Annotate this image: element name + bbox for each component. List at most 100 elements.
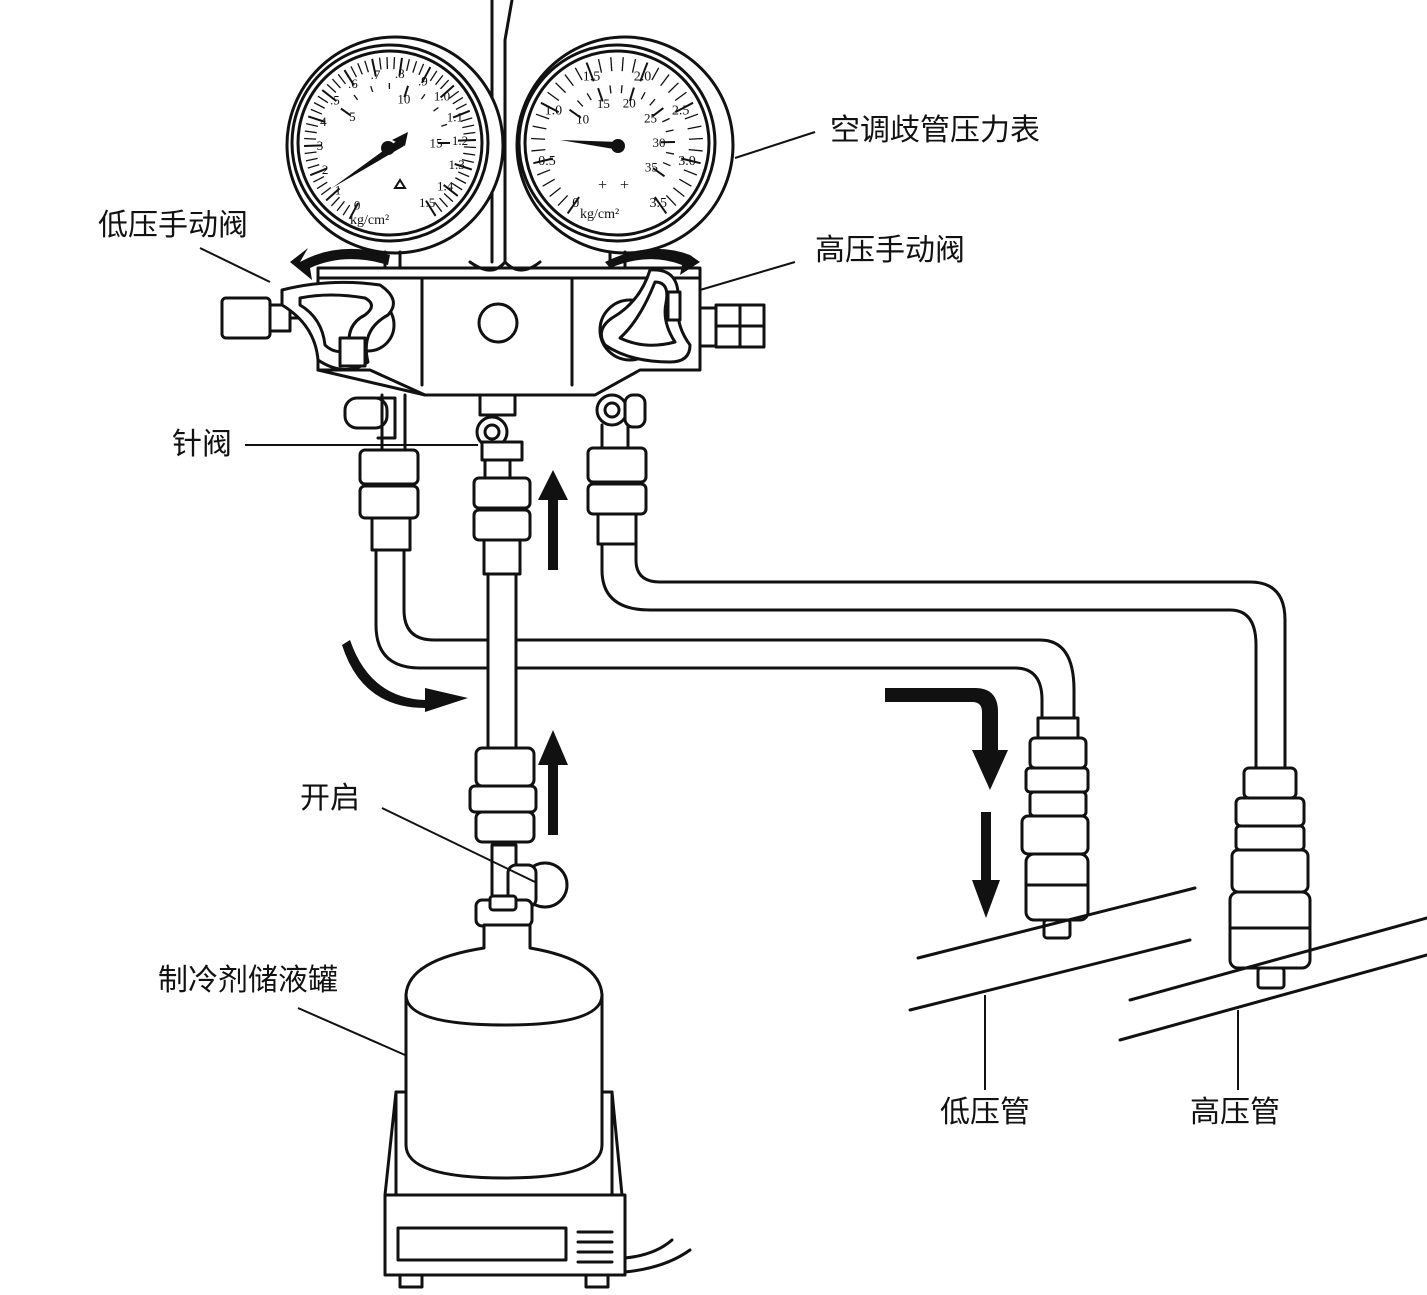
high-inner-tick-mark: [576, 100, 584, 107]
high-outer-tick-label: 1.0: [545, 103, 563, 118]
low-inner-tick-mark: [340, 107, 352, 117]
svg-text:+: +: [598, 177, 607, 194]
svg-text:+: +: [620, 177, 629, 194]
low-outer-tick-mark: [461, 159, 474, 163]
low-outer-tick-mark: [398, 57, 403, 76]
low-outer-tick-mark: [435, 74, 444, 86]
high-outer-tick-mark: [654, 196, 668, 215]
high-inner-tick-mark: [640, 91, 646, 100]
low-outer-tick-mark: [439, 84, 455, 99]
high-outer-tick-label: 3.0: [678, 154, 696, 169]
high-outer-tick-label: 0.5: [538, 154, 556, 169]
high-outer-tick-mark: [540, 101, 560, 114]
low-outer-tick-mark: [306, 123, 319, 127]
high-outer-tick-mark: [667, 82, 679, 94]
needle-valve-label: 针阀: [172, 427, 232, 462]
low-outer-tick-label: 1.1: [447, 109, 463, 124]
high-inner-tick-label: 30: [652, 135, 665, 150]
low-outer-tick-mark: [452, 109, 471, 119]
low-inner-tick-mark: [370, 85, 374, 93]
low-hose: [374, 548, 1076, 722]
high-outer-tick-mark: [542, 178, 556, 187]
high-inner-tick-label: 35: [645, 160, 658, 175]
low-outer-tick-label: 0: [354, 197, 361, 212]
low-outer-tick-mark: [462, 124, 475, 129]
low-outer-tick-label: 1.0: [434, 89, 450, 104]
low-inner-tick-mark: [403, 85, 409, 98]
low-outer-tick-mark: [313, 102, 325, 109]
high-outer-tick-mark: [665, 194, 677, 207]
high-inner-tick-mark: [651, 107, 664, 118]
low-outer-tick-mark: [378, 57, 382, 70]
high-inner-tick-label: 15: [597, 96, 610, 111]
low-outer-tick-mark: [393, 57, 396, 70]
high-outer-tick-mark: [687, 125, 702, 130]
high-outer-tick-mark: [555, 82, 567, 94]
high-inner-tick-mark: [662, 161, 671, 167]
high-valve-label: 高压手动阀: [815, 233, 965, 268]
low-outer-tick-mark: [309, 167, 328, 177]
low-outer-tick-label: 1: [335, 182, 342, 197]
low-outer-tick-label: 1.3: [448, 157, 464, 172]
low-outer-tick-mark: [317, 95, 329, 104]
high-pipe-label: 高压管: [1190, 1095, 1280, 1130]
high-outer-tick-mark: [674, 101, 694, 114]
high-outer-tick-mark: [688, 137, 703, 140]
low-outer-tick-mark: [457, 171, 470, 178]
weighing-scale: [383, 1090, 692, 1289]
low-outer-tick-label: 3: [317, 138, 324, 153]
high-outer-tick-mark: [549, 187, 562, 197]
low-outer-tick-mark: [304, 144, 323, 148]
low-outer-tick-mark: [463, 131, 476, 135]
low-outer-tick-mark: [454, 163, 473, 171]
hose-nuts: [358, 446, 648, 576]
low-outer-tick-mark: [448, 90, 460, 99]
low-outer-tick-mark: [325, 187, 341, 202]
tank-tap-valve[interactable]: [468, 746, 569, 928]
low-outer-tick-mark: [304, 137, 317, 140]
low-outer-tick-mark: [307, 115, 326, 123]
high-outer-tick-mark: [610, 57, 613, 72]
manifold-gauge-label: 空调歧管压力表: [830, 113, 1040, 148]
low-outer-tick-mark: [455, 103, 467, 110]
high-outer-tick-mark: [680, 157, 701, 165]
low-outer-tick-label: 2: [322, 162, 329, 177]
low-outer-tick-mark: [330, 196, 341, 207]
high-outer-tick-mark: [683, 169, 698, 176]
low-outer-tick-mark: [337, 73, 346, 85]
high-outer-tick-mark: [531, 148, 546, 152]
low-outer-tick-mark: [348, 202, 359, 220]
low-outer-tick-mark: [463, 152, 476, 156]
low-outer-tick-mark: [406, 59, 410, 72]
high-inner-tick-mark: [665, 129, 674, 133]
low-outer-tick-mark: [442, 184, 459, 197]
low-outer-tick-mark: [343, 69, 355, 86]
high-outer-tick-mark: [651, 67, 660, 81]
high-outer-tick-mark: [536, 169, 551, 176]
low-outer-tick-mark: [421, 66, 432, 84]
high-outer-tick-mark: [531, 137, 546, 140]
refrigerant-tank: [404, 923, 604, 1180]
low-inner-tick-label: 5: [349, 109, 356, 124]
needle-valve[interactable]: [475, 393, 524, 480]
high-outer-tick-mark: [547, 91, 560, 102]
high-outer-tick-mark: [672, 187, 685, 197]
low-outer-tick-label: 4: [320, 114, 327, 129]
high-manual-valve-knob[interactable]: [598, 268, 692, 364]
low-outer-tick-mark: [451, 182, 463, 191]
high-outer-tick-mark: [597, 58, 603, 73]
low-outer-tick-mark: [313, 176, 325, 183]
high-outer-tick-mark: [684, 113, 699, 120]
low-outer-tick-mark: [331, 78, 341, 89]
low-outer-tick-mark: [418, 63, 425, 76]
low-outer-tick-label: .8: [395, 66, 405, 81]
high-inner-tick-mark: [620, 85, 623, 94]
low-outer-tick-mark: [326, 83, 337, 94]
low-outer-tick-mark: [364, 60, 369, 73]
low-manual-valve-knob[interactable]: [280, 280, 396, 371]
high-inner-tick-mark: [652, 167, 666, 178]
high-inner-tick-label: 20: [623, 95, 636, 110]
low-outer-tick-mark: [439, 197, 449, 208]
low-outer-tick-mark: [460, 117, 473, 122]
